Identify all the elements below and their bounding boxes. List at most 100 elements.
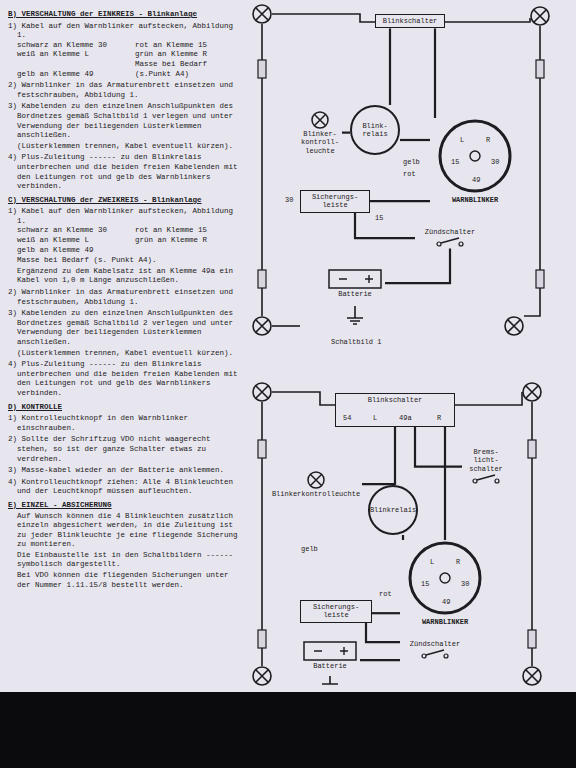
component-label: Blinkschalter [339, 396, 451, 404]
terminal-label: 30 [460, 580, 470, 588]
component-label: Zündschalter [415, 228, 485, 236]
terminal-label: 54 [342, 414, 352, 422]
battery-symbol: Batterie [300, 640, 360, 670]
instruction-step: 3) Kabelenden zu den einzelnen Anschlußp… [8, 309, 244, 347]
photo-border [0, 692, 576, 768]
instruction-note: Die Einbaustelle ist in den Schaltbilder… [8, 551, 244, 570]
instruction-step: 4) Kontrolleuchtknopf ziehen: Alle 4 Bli… [8, 478, 244, 497]
component-label: Blinkrelais [370, 506, 416, 514]
terminal-assignment: gelb an Klemme 49 [8, 70, 126, 80]
terminal-label: R [436, 414, 442, 422]
terminal-assignment: schwarz an Klemme 30 [8, 226, 126, 236]
terminal-label: R [455, 558, 461, 566]
instruction-note: Auf Wunsch können die 4 Blinkleuchten zu… [8, 512, 244, 550]
terminal-assignment: schwarz an Klemme 30 [8, 41, 126, 51]
component-symbol [327, 268, 383, 290]
wire [434, 28, 436, 118]
lamp-symbol [253, 5, 549, 685]
terminal-label: 30 [490, 158, 500, 166]
component-label: WARNBLINKER [400, 618, 490, 626]
wire [385, 248, 450, 283]
terminal-label: 30 [284, 196, 294, 204]
component-box: Sicherungs- leiste [300, 600, 372, 623]
instruction-step: 2) Sollte der Schriftzug VDO nicht waage… [8, 435, 244, 464]
component-label: Blinkerkontrolleuchte [270, 490, 362, 498]
hazard-switch: WARNBLINKER [400, 540, 490, 626]
instruction-step: 1) Kabel auf den Warnblinker aufstecken,… [8, 207, 244, 226]
terminal-label: 49a [398, 414, 413, 422]
terminal-label: gelb [402, 158, 421, 166]
terminal-label: rot [402, 170, 417, 178]
relay-circle: Blink- relais [350, 105, 400, 155]
component-label: Blinker- kontroll- leuchte [298, 130, 342, 155]
indicator-lamp: Blinkerkontrolleuchte [270, 470, 362, 498]
instruction-note: Ergänzend zu dem Kabelsatz ist an Klemme… [8, 267, 244, 286]
terminal-assignment: grün an Klemme R [126, 236, 244, 246]
instruction-step: 1) Kabel auf den Warnblinker aufstecken,… [8, 22, 244, 41]
wire [366, 623, 400, 642]
terminal-assignment: Masse bei Bedarf (s.Punkt A4) [126, 60, 244, 79]
component-label: Batterie [325, 290, 385, 298]
wire [394, 427, 396, 485]
wire [370, 200, 430, 202]
wire [402, 535, 404, 540]
section-heading: D) KONTROLLE [8, 403, 244, 413]
wire [355, 213, 415, 238]
component-box: Sicherungs- leiste [300, 190, 370, 213]
terminal-label: 15 [420, 580, 430, 588]
component-symbol [435, 236, 465, 248]
terminal-label: 15 [450, 158, 460, 166]
relay-circle: Blinkrelais [368, 485, 418, 535]
wire [389, 28, 391, 105]
instruction-note: (Lüsterklemmen trennen, Kabel eventuell … [8, 142, 244, 152]
component-symbol [471, 473, 501, 485]
instruction-note: (Lüsterklemmen trennen, Kabel eventuell … [8, 349, 244, 359]
instruction-note: Masse bei Bedarf (s. Punkt A4). [8, 256, 244, 266]
component-label: Sicherungs- leiste [304, 603, 368, 620]
terminal-label: 49 [471, 176, 481, 184]
section-heading: E) EINZEL - ABSICHERUNG [8, 501, 244, 511]
terminal-label: L [459, 136, 465, 144]
terminal-assignment: grün an Klemme R [126, 50, 244, 60]
battery-symbol: Batterie [325, 268, 385, 298]
wire [360, 659, 400, 661]
component-symbol [306, 470, 326, 490]
component-label: WARNBLINKER [430, 196, 520, 204]
component-label: Zündschalter [400, 640, 470, 648]
component-label: Sicherungs- leiste [304, 193, 366, 210]
terminal-label: L [372, 414, 378, 422]
component-symbol [302, 640, 358, 662]
terminal-label: rot [378, 590, 393, 598]
switch-symbol: Brems- licht- schalter [462, 448, 510, 485]
hazard-switch: WARNBLINKER [430, 118, 520, 204]
terminal-label: L [429, 558, 435, 566]
instruction-note: Bei VDO können die fliegenden Sicherunge… [8, 571, 244, 590]
terminal-label: gelb [300, 545, 319, 553]
terminal-assignment: weiß an Klemme L [8, 50, 126, 60]
section-heading: C) VERSCHALTUNG der ZWEIKREIS - Blinkanl… [8, 196, 244, 206]
instruction-step: 2) Warnblinker in das Armaturenbrett ein… [8, 288, 244, 307]
wire [444, 427, 446, 540]
switch-symbol: Zündschalter [400, 640, 470, 660]
wire [372, 612, 400, 614]
instruction-step: 3) Masse-kabel wieder an der Batterie an… [8, 466, 244, 476]
terminal-label: 49 [441, 598, 451, 606]
switch-symbol: Zündschalter [415, 228, 485, 248]
terminal-assignment: weiß an Klemme L [8, 236, 126, 246]
fuse-symbol [258, 60, 544, 648]
instruction-step: 4) Plus-Zuleitung ------ zu den Blinkrel… [8, 360, 244, 398]
instruction-step: 2) Warnblinker in das Armaturenbrett ein… [8, 81, 244, 100]
terminal-assignment: rot an Klemme 15 [126, 226, 244, 236]
terminal-label: 15 [374, 214, 384, 222]
component-symbol [310, 110, 330, 130]
indicator-lamp: Blinker- kontroll- leuchte [298, 110, 342, 155]
instruction-step: 3) Kabelenden zu den einzelnen Anschlußp… [8, 102, 244, 140]
section-heading: B) VERSCHALTUNG der EINKREIS - Blinkanla… [8, 10, 244, 20]
terminal-assignment: gelb an Klemme 49 [8, 246, 126, 256]
terminal-assignment: rot an Klemme 15 [126, 41, 244, 51]
wire [400, 139, 430, 141]
wire [415, 427, 462, 467]
instruction-column: B) VERSCHALTUNG der EINKREIS - Blinkanla… [8, 6, 244, 590]
component-label: Brems- licht- schalter [462, 448, 510, 473]
instruction-step: 4) Plus-Zuleitung ------ zu den Blinkrel… [8, 153, 244, 191]
